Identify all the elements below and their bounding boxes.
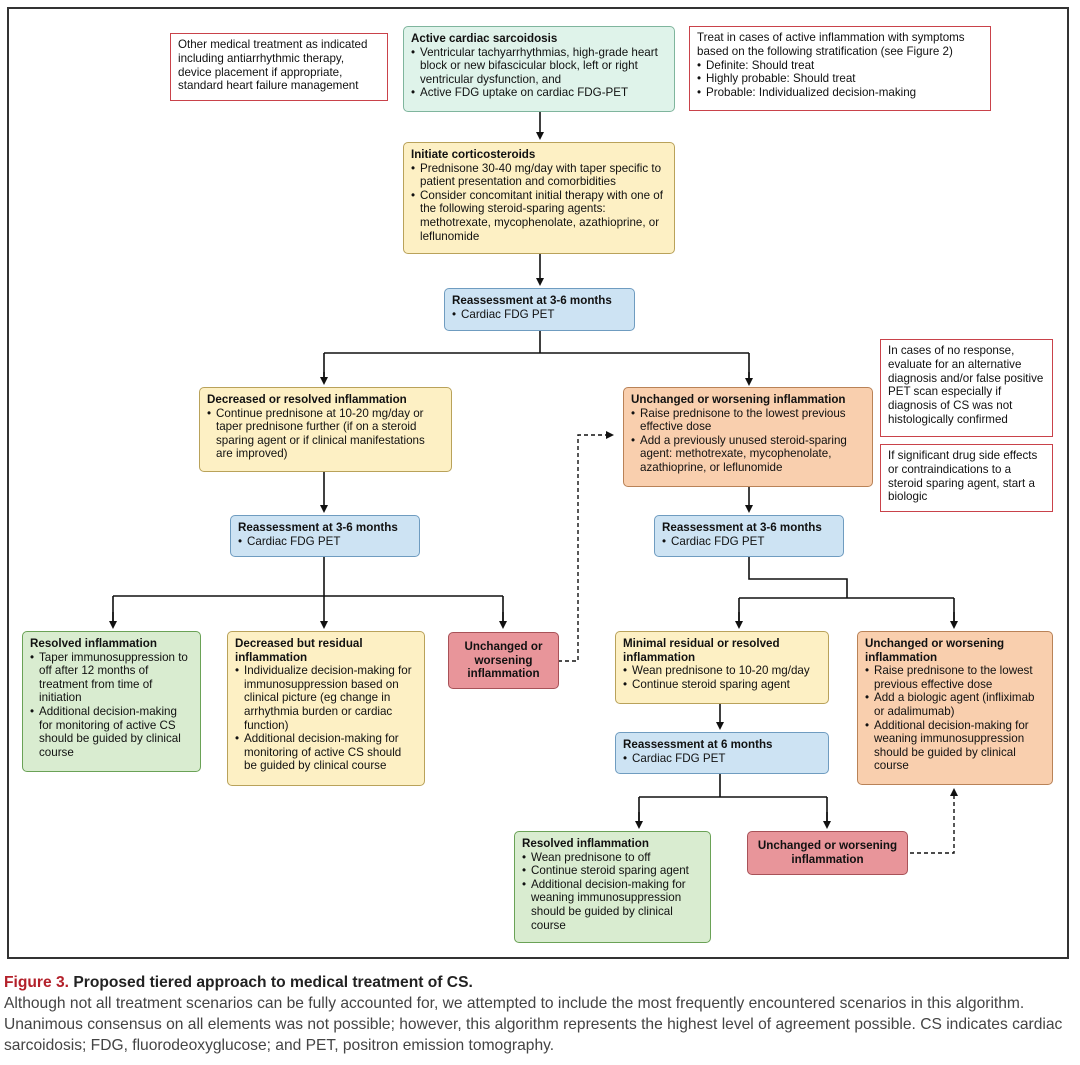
box-reassessment-right: Reassessment at 3-6 months Cardiac FDG P…: [654, 515, 844, 557]
box-title: Active cardiac sarcoidosis: [411, 32, 558, 45]
arrow-right-split: [738, 557, 955, 626]
box-title: Unchanged or worsening inflammation: [631, 393, 846, 406]
box-item: Individualize decision-making for immuno…: [235, 664, 417, 732]
box-item: Consider concomitant initial therapy wit…: [411, 189, 667, 243]
caption-title: Proposed tiered approach to medical trea…: [73, 974, 473, 991]
box-item: Continue steroid sparing agent: [623, 678, 821, 692]
box-item: Cardiac FDG PET: [662, 535, 836, 549]
box-resolved-left: Resolved inflammation Taper immunosuppre…: [22, 631, 201, 772]
box-title: Resolved inflammation: [30, 637, 157, 650]
dashed-feedback-bottom: [910, 788, 958, 854]
box-initiate-corticosteroids: Initiate corticosteroids Prednisone 30-4…: [403, 142, 675, 254]
box-item: Continue prednisone at 10-20 mg/day or t…: [207, 407, 444, 461]
box-title: Reassessment at 3-6 months: [452, 294, 612, 307]
box-item: Cardiac FDG PET: [623, 752, 821, 766]
box-item: Taper immunosuppression to off after 12 …: [30, 651, 193, 705]
box-reassessment-6-months: Reassessment at 6 months Cardiac FDG PET: [615, 732, 829, 774]
box-unchanged-worsening-main: Unchanged or worsening inflammation Rais…: [623, 387, 873, 487]
box-resolved-bottom: Resolved inflammation Wean prednisone to…: [514, 831, 711, 943]
note-stratification: Treat in cases of active inflammation wi…: [689, 26, 991, 111]
box-item: Additional decision-making for weaning i…: [522, 878, 703, 932]
caption-heading: Figure 3. Proposed tiered approach to me…: [4, 972, 1076, 993]
box-title: Decreased or resolved inflammation: [207, 393, 407, 406]
stratification-item: Probable: Individualized decision-making: [697, 86, 983, 100]
box-item: Prednisone 30-40 mg/day with taper speci…: [411, 162, 667, 189]
box-title: Initiate corticosteroids: [411, 148, 536, 161]
figure-caption: Figure 3. Proposed tiered approach to me…: [4, 972, 1076, 1056]
diagram-frame: [7, 7, 1069, 959]
box-item: Additional decision-making for monitorin…: [235, 732, 417, 773]
stratification-item: Definite: Should treat: [697, 59, 983, 73]
box-item: Ventricular tachyarrhythmias, high-grade…: [411, 46, 667, 87]
box-item: Raise prednisone to the lowest previous …: [631, 407, 865, 434]
box-item: Add a previously unused steroid-sparing …: [631, 434, 865, 475]
box-item: Active FDG uptake on cardiac FDG-PET: [411, 86, 667, 100]
box-item: Cardiac FDG PET: [452, 308, 627, 322]
box-item: Add a biologic agent (infliximab or adal…: [865, 691, 1045, 718]
note-other-treatment-text: Other medical treatment as indicated inc…: [178, 38, 368, 93]
arrow-reassess6-split: [638, 774, 828, 826]
arrow-left-split: [112, 557, 504, 626]
box-item: Wean prednisone to 10-20 mg/day: [623, 664, 821, 678]
box-item: Cardiac FDG PET: [238, 535, 412, 549]
box-minimal-residual: Minimal residual or resolved inflammatio…: [615, 631, 829, 704]
box-unchanged-red-left: Unchanged or worsening inflammation: [448, 632, 559, 689]
note-side-effects-text: If significant drug side effects or cont…: [888, 449, 1038, 504]
stratification-item: Highly probable: Should treat: [697, 72, 983, 86]
note-no-response-text: In cases of no response, evaluate for an…: [888, 344, 1044, 426]
caption-label: Figure 3.: [4, 974, 69, 991]
dashed-feedback-left: [558, 431, 614, 662]
note-no-response: In cases of no response, evaluate for an…: [880, 339, 1053, 437]
box-item: Additional decision-making for weaning i…: [865, 719, 1045, 773]
note-stratification-intro: Treat in cases of active inflammation wi…: [697, 31, 965, 58]
box-title: Decreased but residual inflammation: [235, 637, 363, 664]
box-reassessment-left: Reassessment at 3-6 months Cardiac FDG P…: [230, 515, 420, 557]
box-item: Continue steroid sparing agent: [522, 864, 703, 878]
box-unchanged-far-right: Unchanged or worsening inflammation Rais…: [857, 631, 1053, 785]
box-title: Unchanged or worsening inflammation: [865, 637, 1005, 664]
arrow-reassess-split: [323, 331, 750, 383]
note-other-treatment: Other medical treatment as indicated inc…: [170, 33, 388, 101]
note-side-effects: If significant drug side effects or cont…: [880, 444, 1053, 512]
box-text: Unchanged or worsening inflammation: [757, 839, 898, 866]
box-title: Minimal residual or resolved inflammatio…: [623, 637, 780, 664]
box-item: Wean prednisone to off: [522, 851, 703, 865]
box-decreased-residual: Decreased but residual inflammation Indi…: [227, 631, 425, 786]
box-decreased-resolved: Decreased or resolved inflammation Conti…: [199, 387, 452, 472]
box-unchanged-red-bottom: Unchanged or worsening inflammation: [747, 831, 908, 875]
box-title: Reassessment at 3-6 months: [238, 521, 398, 534]
caption-body: Although not all treatment scenarios can…: [4, 995, 1063, 1054]
box-reassessment-top: Reassessment at 3-6 months Cardiac FDG P…: [444, 288, 635, 331]
box-title: Reassessment at 3-6 months: [662, 521, 822, 534]
box-title: Reassessment at 6 months: [623, 738, 773, 751]
box-active-cardiac-sarcoidosis: Active cardiac sarcoidosis Ventricular t…: [403, 26, 675, 112]
box-text: Unchanged or worsening inflammation: [464, 640, 543, 681]
box-item: Additional decision-making for monitorin…: [30, 705, 193, 759]
box-item: Raise prednisone to the lowest previous …: [865, 664, 1045, 691]
box-title: Resolved inflammation: [522, 837, 649, 850]
